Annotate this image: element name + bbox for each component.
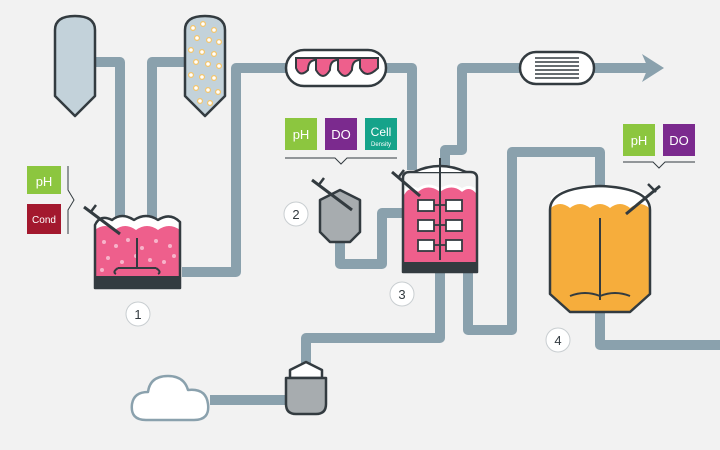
- sensor-bracket: [67, 166, 75, 234]
- vessel-1-agitator: [113, 238, 161, 275]
- ph-badge: [27, 166, 61, 194]
- probe-icon: [83, 204, 121, 236]
- step-marker-3: 3: [389, 281, 415, 307]
- step-marker-2: 2: [283, 201, 309, 227]
- sensor-group-vessel-1: pH Cond: [27, 166, 75, 234]
- do-badge-label: DO: [331, 127, 351, 142]
- filter-unit: [284, 360, 328, 416]
- ph-badge-label: pH: [631, 133, 648, 148]
- storage-tank-1: [53, 14, 97, 118]
- do-badge-label: DO: [669, 133, 689, 148]
- cond-badge-label: Cond: [32, 215, 56, 226]
- step-marker-1: 1: [125, 301, 151, 327]
- step-marker-4: 4: [545, 327, 571, 353]
- cell-density-label-line1: Cell: [371, 125, 392, 139]
- pipe-vessel1-to-bulb: [182, 63, 290, 277]
- step-marker-3-label: 3: [398, 287, 405, 302]
- step-marker-4-label: 4: [554, 333, 561, 348]
- ph-badge: [623, 124, 655, 156]
- pipe-vessel2-to-vessel3: [335, 208, 403, 269]
- serpentine-reactor: [284, 48, 388, 88]
- do-badge: [663, 124, 695, 156]
- pipe-bulb-to-vessel3: [382, 63, 417, 170]
- do-badge: [325, 118, 357, 150]
- sensor-bracket: [623, 161, 695, 169]
- probe-icon: [391, 169, 421, 198]
- vessel-1: [83, 204, 182, 290]
- ph-badge: [285, 118, 317, 150]
- heat-exchanger-icon: [518, 50, 596, 86]
- vessel-4-agitator: [569, 218, 631, 300]
- storage-tank-2: [183, 14, 227, 118]
- ph-badge-label: pH: [36, 174, 53, 189]
- cell-density-label-line2: Density: [371, 142, 391, 148]
- probe-icon: [311, 177, 353, 212]
- ph-badge-label: pH: [293, 127, 310, 142]
- pipe-vessel3-to-vessel4: [463, 147, 605, 335]
- vessel-3: [391, 158, 479, 274]
- vessel-4: [548, 183, 661, 314]
- cell-density-badge: [365, 118, 397, 150]
- sensor-group-vessel-4: pH DO: [623, 124, 695, 169]
- cond-badge: [27, 204, 61, 234]
- cloud-icon: [130, 374, 210, 422]
- step-marker-1-label: 1: [134, 307, 141, 322]
- sensor-group-vessel-3: pH DO Cell Density: [285, 118, 397, 165]
- media-particles: [188, 21, 223, 106]
- flow-arrow-icon: [642, 54, 664, 82]
- sensor-bracket: [285, 157, 397, 165]
- probe-icon: [625, 183, 661, 216]
- step-marker-2-label: 2: [292, 207, 299, 222]
- pipe-vessel3-to-filter: [301, 272, 445, 365]
- pipe-vessel3-to-exhaust: [440, 63, 525, 170]
- vessel-2: [311, 177, 362, 244]
- pipe-vessel4-outlet: [595, 312, 720, 350]
